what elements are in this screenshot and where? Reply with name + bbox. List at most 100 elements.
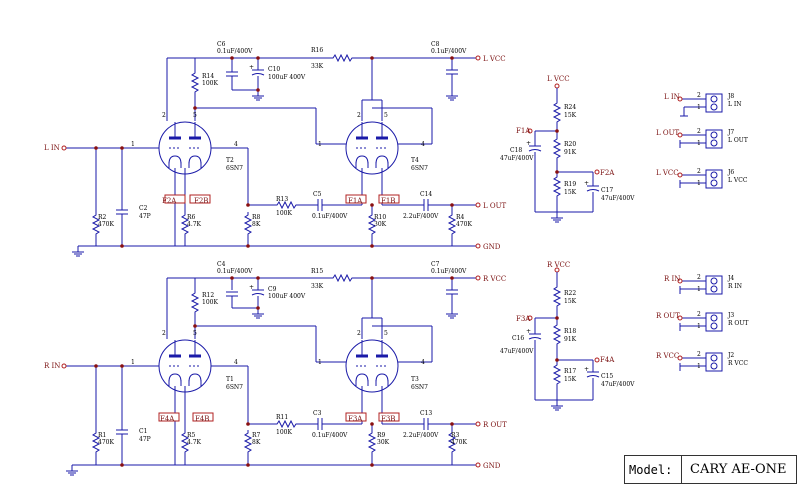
node-f1b: F1B xyxy=(381,197,395,205)
part-c6: C60.1uF/400V xyxy=(217,41,253,55)
svg-text:91K: 91K xyxy=(564,149,577,156)
svg-text:R15: R15 xyxy=(311,268,323,275)
pin-label: 2 xyxy=(162,330,166,337)
node-f3b: F3B xyxy=(381,415,395,423)
node-f2a-b: F2A xyxy=(600,169,615,177)
svg-text:C17: C17 xyxy=(601,187,613,194)
svg-text:T3: T3 xyxy=(411,376,419,383)
part-c3: C30.1uF/400V xyxy=(312,410,348,439)
node-f4b: F4B xyxy=(195,415,209,423)
svg-text:R OUT: R OUT xyxy=(728,320,748,327)
part-j3: J3R OUT xyxy=(727,312,748,327)
pin-label: 1 xyxy=(697,140,701,147)
svg-text:47P: 47P xyxy=(139,436,151,443)
node-f3a: F3A xyxy=(348,415,363,423)
svg-text:4.7K: 4.7K xyxy=(187,439,202,446)
pin-label: 4 xyxy=(234,359,238,366)
svg-text:15K: 15K xyxy=(564,112,577,119)
pin-label: 2 xyxy=(162,112,166,119)
svg-text:J8: J8 xyxy=(727,93,734,100)
svg-text:R14: R14 xyxy=(202,73,214,80)
svg-text:470K: 470K xyxy=(98,439,114,446)
svg-text:C2: C2 xyxy=(139,205,148,212)
part-r6: R64.7K xyxy=(187,214,202,228)
svg-text:L VCC: L VCC xyxy=(728,177,748,184)
net-r-out-b: R OUT xyxy=(656,312,680,320)
part-c7: C70.1uF/400V xyxy=(431,261,467,275)
svg-text:470K: 470K xyxy=(456,221,472,228)
svg-text:C7: C7 xyxy=(431,261,440,268)
right-channel-stage xyxy=(61,274,481,476)
pin-label: 2 xyxy=(697,351,701,358)
svg-text:T4: T4 xyxy=(411,157,419,164)
svg-text:R3: R3 xyxy=(451,432,460,439)
svg-text:C13: C13 xyxy=(420,410,432,417)
svg-text:15K: 15K xyxy=(564,298,577,305)
net-r-vcc-a: R VCC xyxy=(483,275,506,283)
tube-t3 xyxy=(344,338,400,394)
svg-text:47uF/400V: 47uF/400V xyxy=(601,381,635,388)
part-r16: R16 33K xyxy=(311,47,324,70)
svg-text:R5: R5 xyxy=(187,432,196,439)
svg-text:0.1uF/400V: 0.1uF/400V xyxy=(431,48,467,55)
pin-label: 4 xyxy=(421,359,425,366)
svg-text:100K: 100K xyxy=(276,210,292,217)
connectors xyxy=(677,93,723,372)
pin-label: 1 xyxy=(697,104,701,111)
pin-label: 2 xyxy=(697,274,701,281)
svg-text:33K: 33K xyxy=(311,283,324,290)
pin-label: 1 xyxy=(318,141,322,148)
svg-text:15K: 15K xyxy=(564,376,577,383)
net-r-vcc-c: R VCC xyxy=(656,352,679,360)
svg-text:C9: C9 xyxy=(268,286,277,293)
svg-text:470K: 470K xyxy=(451,439,467,446)
svg-text:47uF/400V: 47uF/400V xyxy=(500,155,534,162)
svg-text:T2: T2 xyxy=(226,157,234,164)
svg-text:R1: R1 xyxy=(98,432,106,439)
svg-text:2.2uF/400V: 2.2uF/400V xyxy=(403,213,439,220)
svg-text:0.1uF/400V: 0.1uF/400V xyxy=(312,432,348,439)
svg-text:33K: 33K xyxy=(311,63,324,70)
svg-text:C1: C1 xyxy=(139,428,147,435)
svg-text:R22: R22 xyxy=(564,290,576,297)
tube-t2 xyxy=(157,120,213,176)
node-f2b: F2B xyxy=(194,197,208,205)
tube-t1 xyxy=(157,338,213,394)
svg-text:J6: J6 xyxy=(727,169,734,176)
svg-text:L OUT: L OUT xyxy=(728,137,748,144)
part-r13: R13 100K xyxy=(276,196,292,217)
svg-text:8K: 8K xyxy=(252,439,261,446)
svg-text:R9: R9 xyxy=(377,432,386,439)
svg-text:100uF 400V: 100uF 400V xyxy=(268,74,306,81)
net-r-vcc-b: R VCC xyxy=(547,261,570,269)
net-r-out-a: R OUT xyxy=(483,421,507,429)
node-f4a: F4A xyxy=(160,415,175,423)
net-l-out-a: L OUT xyxy=(483,202,507,210)
node-f1a-b: F1A xyxy=(516,127,531,135)
svg-text:R16: R16 xyxy=(311,47,323,54)
svg-text:L IN: L IN xyxy=(728,101,742,108)
svg-text:T1: T1 xyxy=(226,376,234,383)
svg-text:R18: R18 xyxy=(564,328,576,335)
net-l-in-b: L IN xyxy=(664,93,680,101)
svg-text:R13: R13 xyxy=(276,196,288,203)
pin-label: 5 xyxy=(384,330,388,337)
part-j6: J6L VCC xyxy=(727,169,748,184)
svg-text:J4: J4 xyxy=(727,275,734,282)
svg-text:100K: 100K xyxy=(202,299,218,306)
pin-label: 2 xyxy=(697,92,701,99)
